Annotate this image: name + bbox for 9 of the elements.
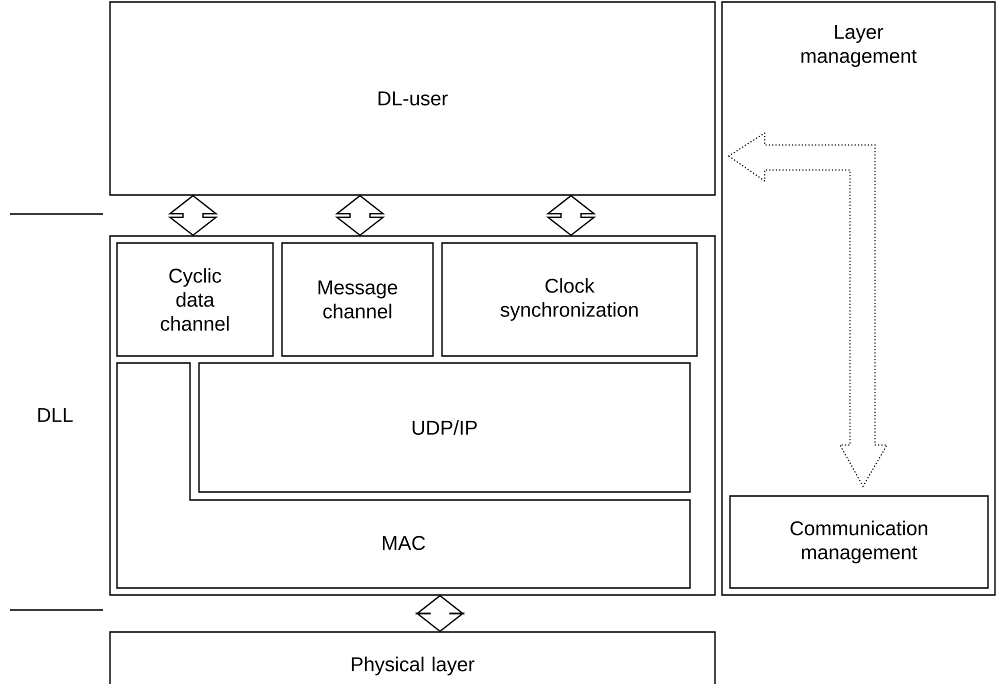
side-label: DLL — [38, 408, 73, 422]
layer-box: Physical layer — [109, 631, 716, 684]
channel-box: Cyclic data channel — [116, 242, 274, 357]
channel-box: Clock synchronization — [441, 242, 698, 357]
channel-box: Message channel — [281, 242, 434, 357]
management-box: Communication management — [729, 495, 989, 589]
layer-box: DL-user — [109, 1, 716, 196]
layer-box — [109, 235, 716, 596]
protocol-box: UDP/IP — [198, 362, 691, 493]
